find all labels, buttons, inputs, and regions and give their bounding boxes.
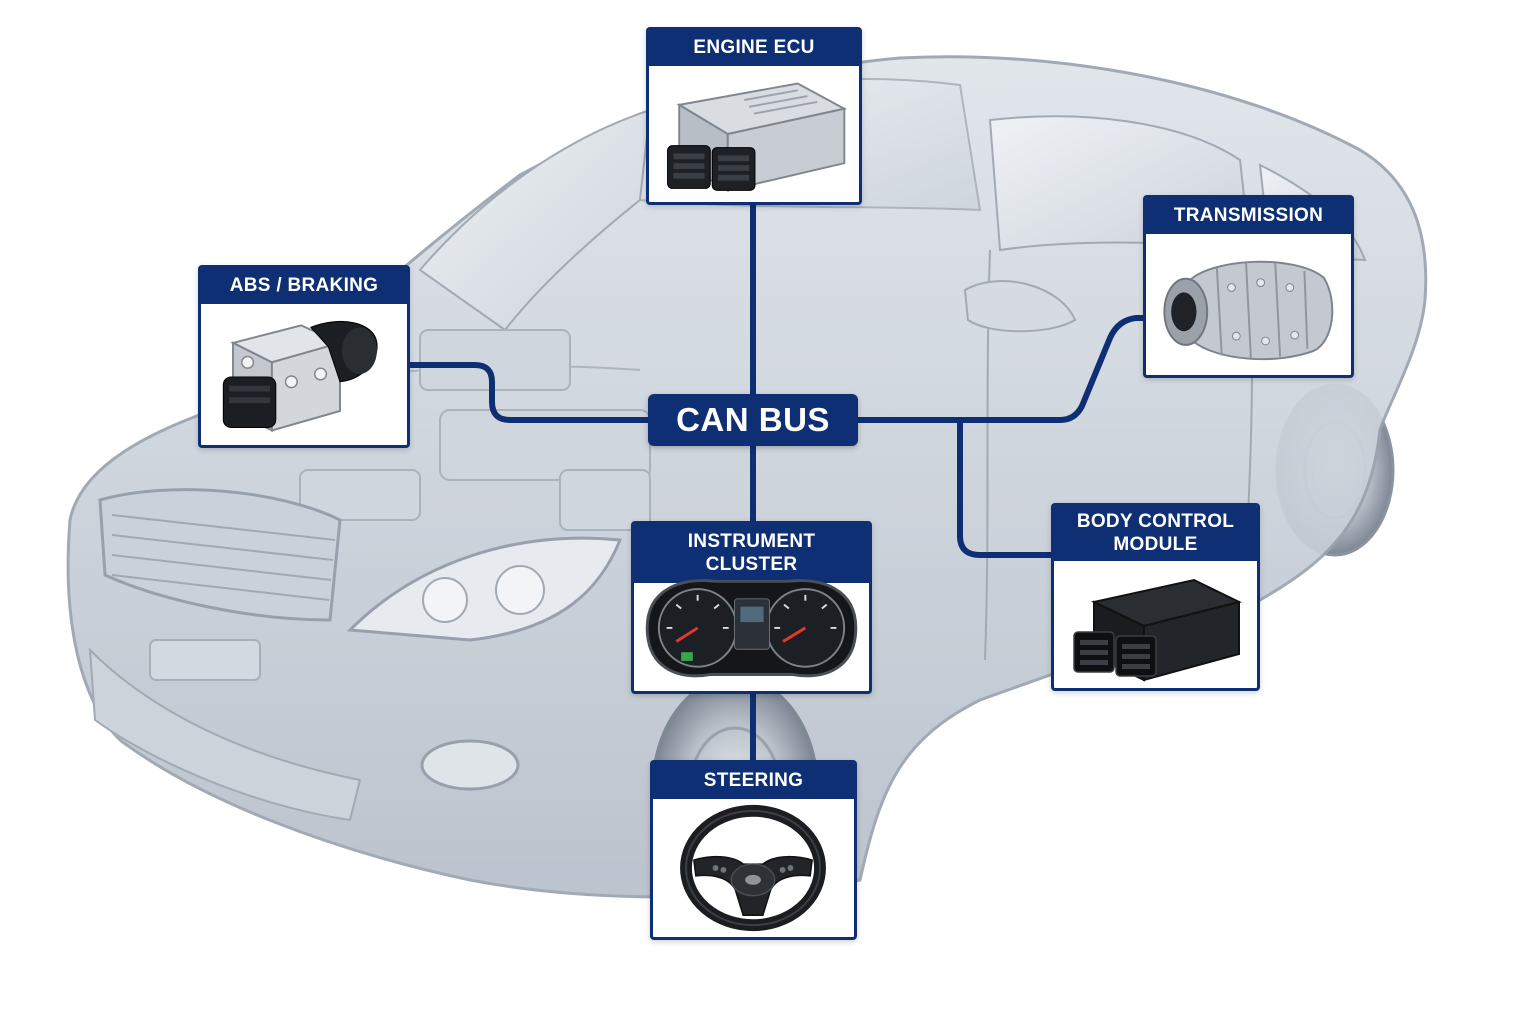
ecu-module-icon bbox=[649, 66, 859, 202]
can-bus-label: CAN BUS bbox=[648, 394, 858, 446]
instrument-cluster-node[interactable]: INSTRUMENT CLUSTER bbox=[631, 521, 872, 694]
instrument-cluster-icon bbox=[634, 560, 869, 691]
bus-wiring bbox=[407, 200, 1148, 766]
instrument-cluster-label: INSTRUMENT CLUSTER bbox=[634, 524, 869, 583]
transmission-node[interactable]: TRANSMISSION bbox=[1143, 195, 1354, 378]
body-control-module-label: BODY CONTROL MODULE bbox=[1054, 506, 1257, 561]
abs-braking-node[interactable]: ABS / BRAKING bbox=[198, 265, 410, 448]
transmission-label: TRANSMISSION bbox=[1146, 198, 1351, 234]
body-control-module-node[interactable]: BODY CONTROL MODULE bbox=[1051, 503, 1260, 691]
abs-unit-icon bbox=[201, 304, 407, 445]
transmission-icon bbox=[1146, 234, 1351, 375]
control-module-icon bbox=[1054, 562, 1257, 688]
abs-braking-label: ABS / BRAKING bbox=[201, 268, 407, 304]
steering-label: STEERING bbox=[653, 763, 854, 799]
engine-ecu-node[interactable]: ENGINE ECU bbox=[646, 27, 862, 205]
steering-node[interactable]: STEERING bbox=[650, 760, 857, 940]
engine-ecu-label: ENGINE ECU bbox=[649, 30, 859, 66]
steering-wheel-icon bbox=[653, 799, 854, 937]
